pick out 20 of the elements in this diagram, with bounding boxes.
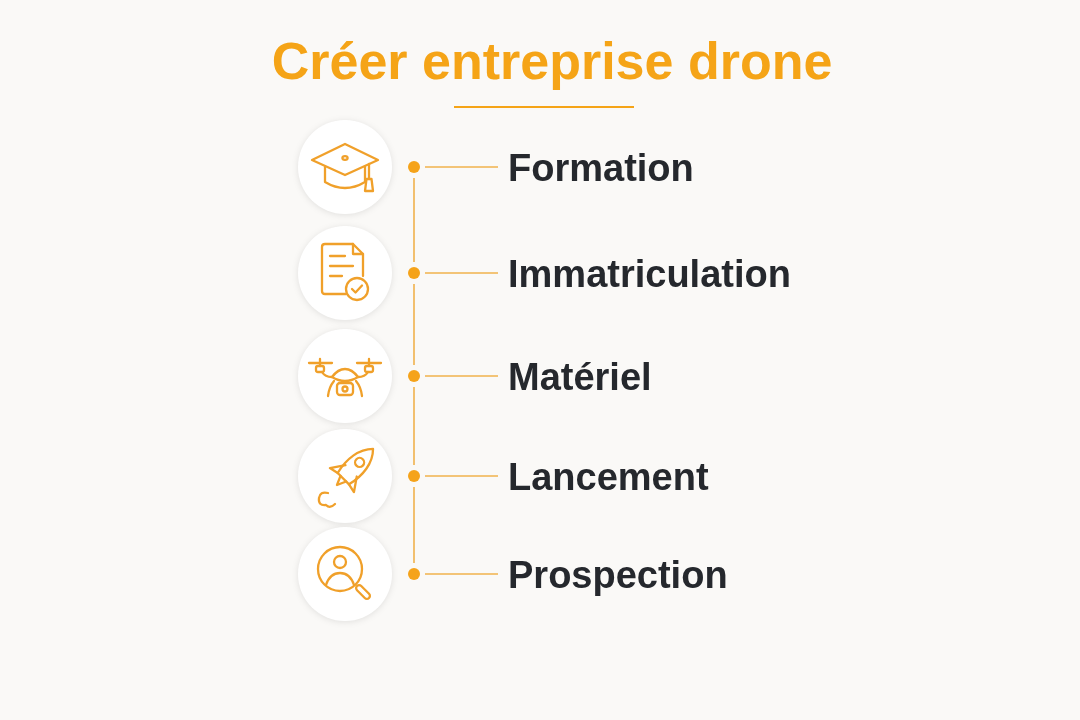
connector-line	[413, 386, 415, 466]
connector-line	[424, 375, 499, 377]
timeline-dot	[408, 267, 420, 279]
connector-line	[424, 272, 499, 274]
title: Créer entreprise drone	[270, 31, 834, 91]
step-label: Formation	[508, 145, 694, 191]
connector-line	[424, 166, 499, 168]
connector-line	[413, 177, 415, 263]
connector-line	[413, 486, 415, 564]
step-label: Lancement	[508, 454, 709, 500]
connector-line	[424, 573, 499, 575]
timeline-dot	[408, 568, 420, 580]
step-label: Prospection	[508, 552, 728, 598]
step-label: Immatriculation	[508, 251, 791, 297]
timeline-dot	[408, 161, 420, 173]
timeline-dot	[408, 370, 420, 382]
timeline-dot	[408, 470, 420, 482]
connector-line	[413, 283, 415, 366]
connector-line	[424, 475, 499, 477]
step-label: Matériel	[508, 354, 652, 400]
